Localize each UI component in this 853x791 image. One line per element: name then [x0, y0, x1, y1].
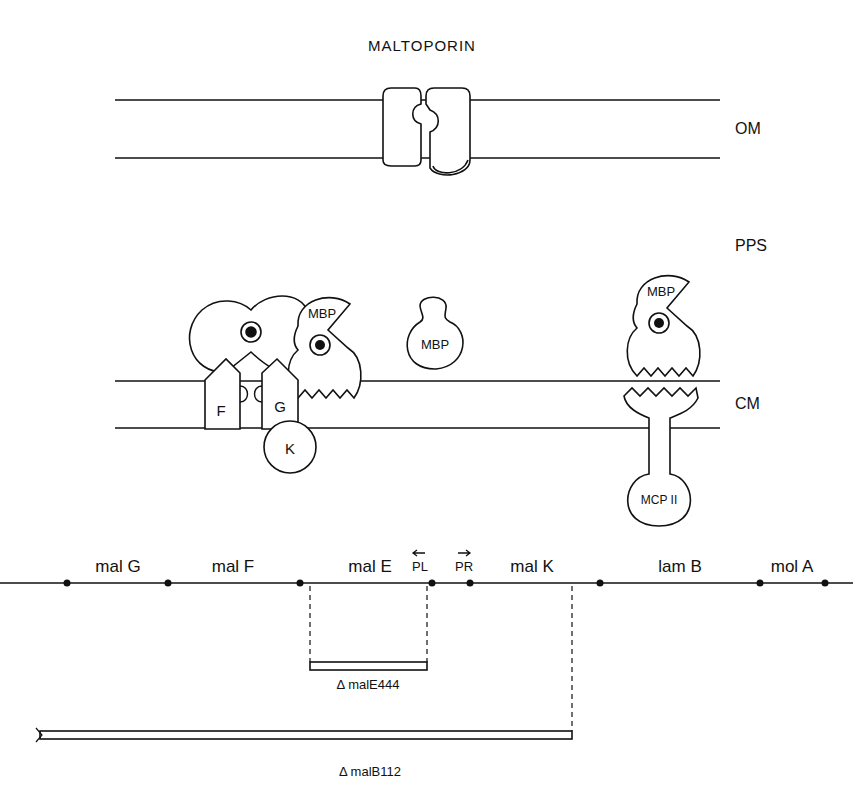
- node-outline: [398, 294, 470, 372]
- binding-protein: MBP: [617, 266, 707, 386]
- node-label: G: [274, 399, 286, 414]
- region-label: OM: [735, 121, 761, 137]
- binding-protein: MBP: [398, 294, 470, 372]
- atpase-subunit: K: [263, 420, 317, 474]
- node-label: MBP: [421, 338, 449, 351]
- node-label: F: [216, 403, 225, 418]
- gene-name: mal F: [212, 558, 255, 575]
- title: MALTOPORIN: [368, 38, 476, 53]
- transport-subunit: F: [204, 356, 241, 430]
- deletion-label: Δ malB112: [339, 765, 401, 778]
- gene-name: mol A: [771, 558, 814, 575]
- promoter-label: PL: [412, 560, 428, 573]
- gene-name: mal G: [95, 558, 140, 575]
- gene-map: [0, 550, 853, 742]
- deletion-label: Δ malE444: [337, 678, 400, 691]
- region-label: CM: [735, 396, 760, 412]
- node-label: MBP: [647, 285, 675, 298]
- transport-subunit: G: [258, 356, 299, 430]
- node-outline: [612, 386, 707, 528]
- gene-name: lam B: [658, 558, 701, 575]
- node-label: MCP II: [641, 494, 677, 506]
- node-label: MBP: [308, 307, 336, 320]
- node-outline: [258, 356, 299, 430]
- maltoporin-channel: [383, 88, 470, 175]
- gene-name: mal K: [510, 558, 553, 575]
- gene-name: mal E: [348, 558, 391, 575]
- promoter-label: PR: [455, 560, 473, 573]
- chemoreceptor: MCP II: [612, 386, 707, 528]
- node-label: K: [285, 441, 295, 456]
- node-outline: [204, 356, 241, 430]
- region-label: PPS: [735, 238, 767, 254]
